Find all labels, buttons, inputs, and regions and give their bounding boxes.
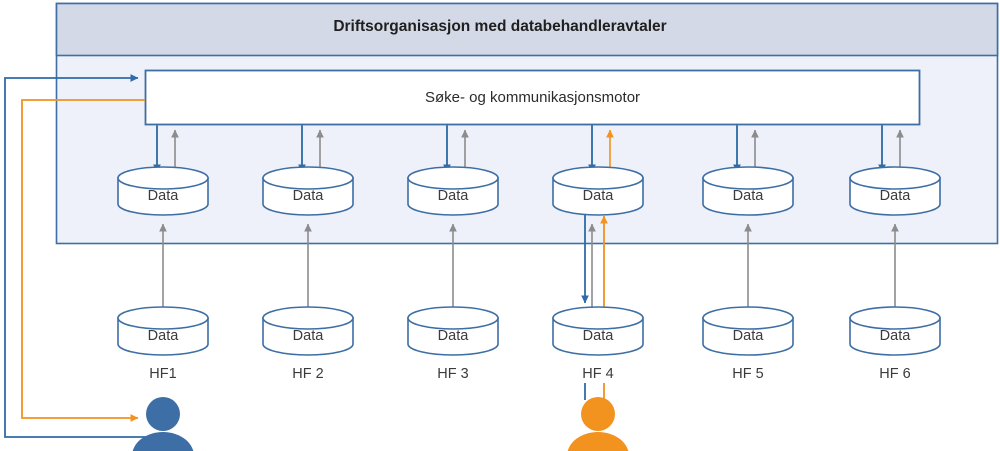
source-store-3 — [407, 306, 499, 356]
central-store-3 — [407, 166, 499, 216]
store-to-engine-arrows — [171, 129, 904, 168]
source-store-5 — [702, 306, 794, 356]
source-store-2 — [262, 306, 354, 356]
central-store-1 — [117, 166, 209, 216]
central-store-2 — [262, 166, 354, 216]
source-store-4 — [552, 306, 644, 356]
central-store-cylinders — [117, 166, 941, 216]
source-store-6 — [849, 306, 941, 356]
hf4-highlight-flows — [581, 213, 608, 307]
central-store-5 — [702, 166, 794, 216]
engine-to-blue-user-route — [21, 99, 145, 422]
central-store-4 — [552, 166, 644, 216]
source-store-cylinders — [117, 306, 941, 356]
blue-user-to-engine-route — [4, 74, 152, 438]
engine-to-store-arrows — [153, 126, 886, 173]
source-store-1 — [117, 306, 209, 356]
source-to-store-arrows — [159, 223, 899, 307]
central-store-6 — [849, 166, 941, 216]
organisation-header-band — [55, 2, 999, 57]
actor-user-orange — [567, 397, 629, 451]
search-engine-box — [144, 69, 921, 126]
hf4-actor-connectors — [584, 383, 605, 400]
actor-user-blue — [132, 397, 194, 451]
